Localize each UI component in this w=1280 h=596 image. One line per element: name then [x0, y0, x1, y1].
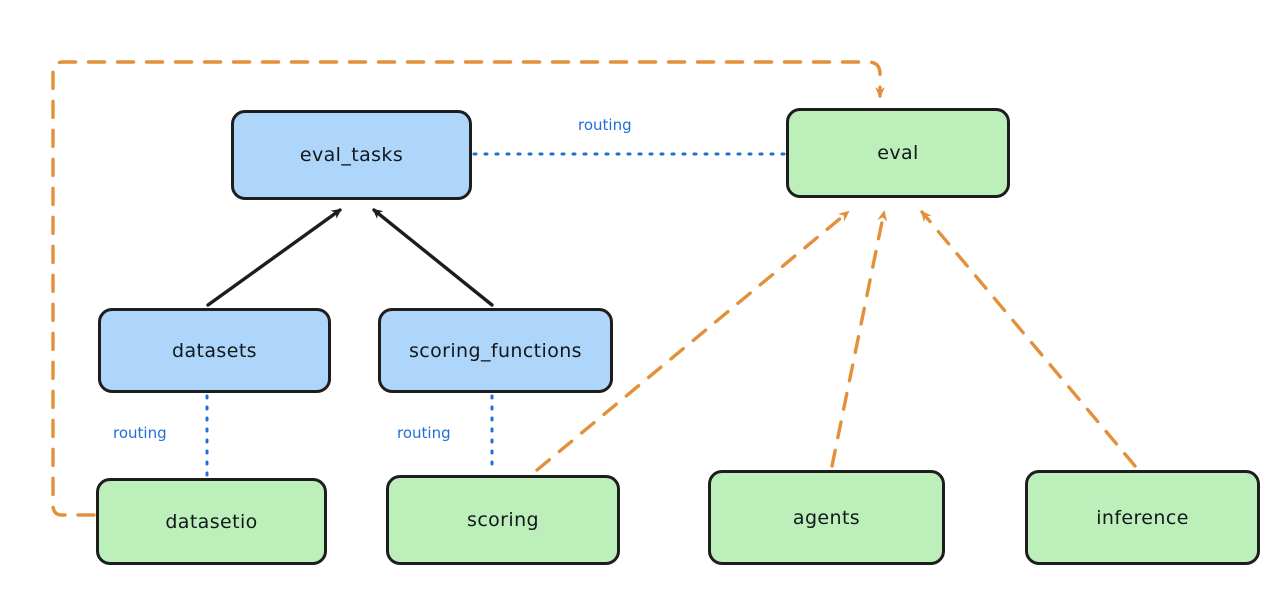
node-datasetio[interactable]: datasetio [96, 478, 327, 565]
edge-label-routing-eval: routing [578, 116, 632, 134]
node-label: inference [1096, 506, 1189, 529]
node-label: datasetio [165, 510, 258, 533]
edge-label-routing-scoring: routing [397, 424, 451, 442]
node-eval[interactable]: eval [786, 108, 1010, 198]
node-eval-tasks[interactable]: eval_tasks [231, 110, 472, 200]
edge-scoring-functions-to-eval-tasks [372, 208, 494, 307]
edge-scoring-to-eval [535, 210, 850, 472]
node-inference[interactable]: inference [1025, 470, 1260, 565]
node-label: datasets [172, 339, 257, 362]
node-label: scoring_functions [409, 339, 582, 362]
node-label: agents [792, 506, 861, 529]
node-datasets[interactable]: datasets [98, 308, 331, 393]
node-scoring[interactable]: scoring [386, 475, 620, 565]
node-label: eval_tasks [299, 144, 404, 166]
edge-inference-to-eval [920, 210, 1137, 468]
edge-agents-to-eval [830, 210, 888, 468]
edge-datasetio-to-eval [51, 60, 885, 517]
edge-label-routing-datasetio: routing [113, 424, 167, 442]
node-scoring-functions[interactable]: scoring_functions [378, 308, 613, 393]
node-label: eval [877, 142, 919, 164]
edge-datasets-to-eval-tasks [206, 208, 342, 307]
node-label: scoring [467, 509, 539, 531]
node-agents[interactable]: agents [708, 470, 945, 565]
